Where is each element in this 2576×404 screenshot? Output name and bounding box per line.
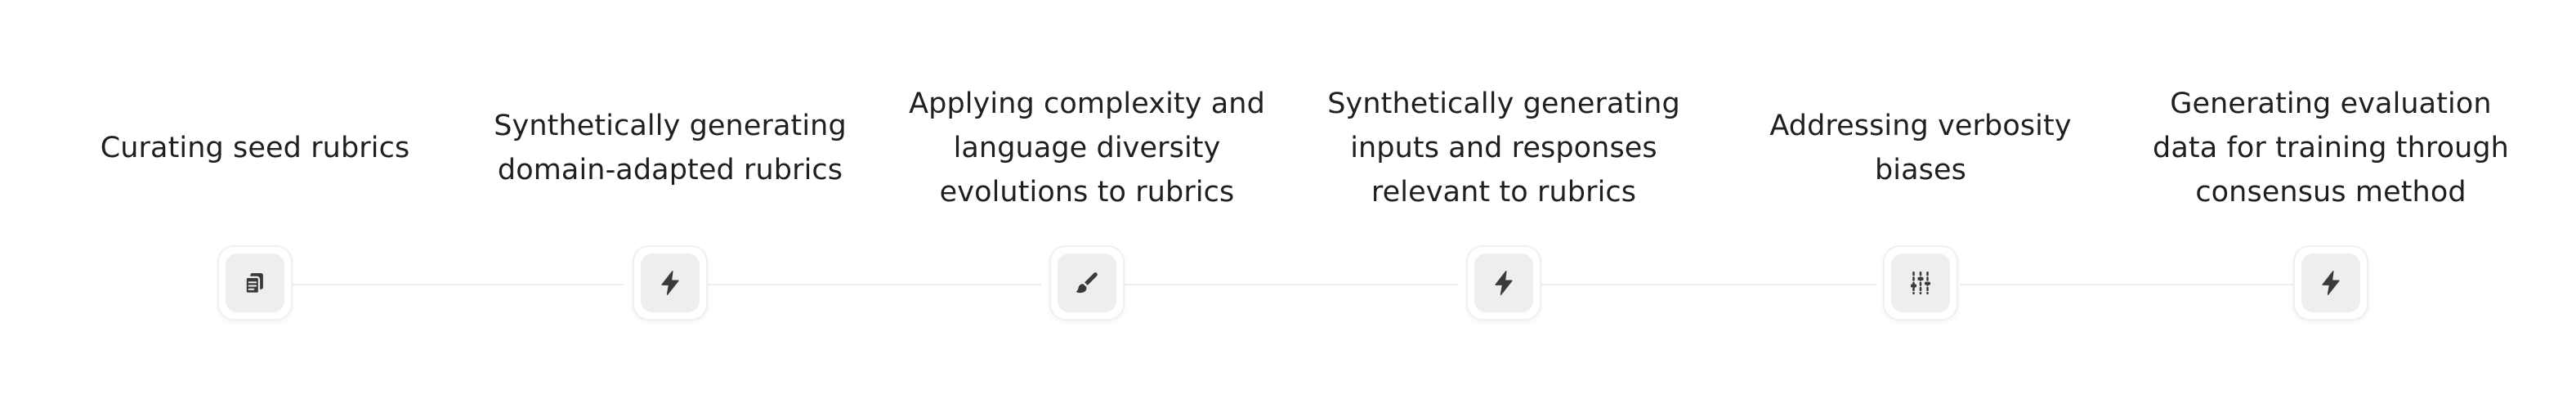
step-label: Applying complexity and language diversi… — [909, 88, 1265, 209]
connector-line — [1125, 284, 1458, 285]
step-curating-seed-rubrics: Curating seed rubrics — [67, 0, 443, 404]
step-label: Synthetically generating domain-adapted … — [494, 110, 847, 186]
step-addressing-verbosity-biases: Addressing verbosity biases — [1733, 0, 2109, 404]
step-icon-container — [633, 245, 708, 321]
step-icon-container — [1466, 245, 1541, 321]
lightning-icon — [661, 271, 679, 295]
step-icon-container — [1883, 245, 1958, 321]
step-label: Curating seed rubrics — [100, 132, 410, 164]
step-icon-container — [1049, 245, 1125, 321]
connector-line — [293, 284, 624, 285]
connector-line — [1960, 284, 2293, 285]
step-label: Synthetically generating inputs and resp… — [1327, 88, 1680, 209]
step-generating-domain-adapted-rubrics: Synthetically generating domain-adapted … — [482, 0, 858, 404]
connector-line — [1541, 284, 1876, 285]
step-icon-container — [2293, 245, 2368, 321]
lightning-icon — [2322, 271, 2340, 295]
connector-line — [708, 284, 1041, 285]
step-label: Generating evaluation data for training … — [2153, 88, 2509, 209]
lightning-icon — [1495, 271, 1513, 295]
documents-icon — [244, 272, 263, 294]
paintbrush-icon — [1076, 272, 1098, 294]
sliders-icon — [1910, 271, 1931, 295]
step-generating-evaluation-data: Generating evaluation data for training … — [2143, 0, 2519, 404]
step-complexity-language-evolutions: Applying complexity and language diversi… — [899, 0, 1275, 404]
step-label: Addressing verbosity biases — [1769, 110, 2072, 186]
step-icon-container — [217, 245, 293, 321]
step-generating-inputs-responses: Synthetically generating inputs and resp… — [1316, 0, 1692, 404]
